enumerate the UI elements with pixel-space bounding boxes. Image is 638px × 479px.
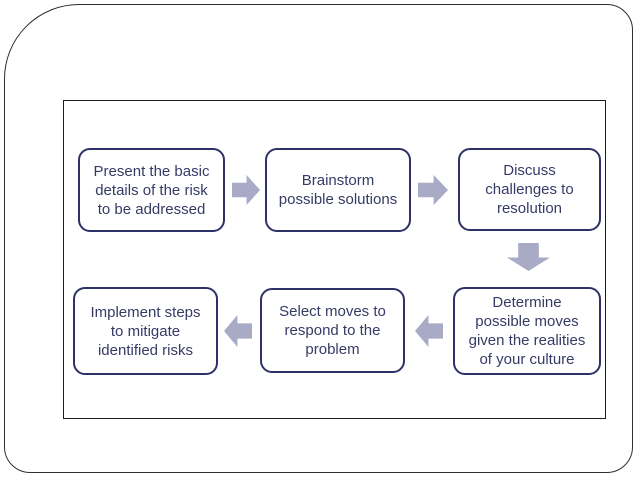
flow-box-implement: Implement steps to mitigate identified r… (73, 287, 218, 375)
flow-box-brainstorm: Brainstorm possible solutions (265, 148, 411, 232)
flow-box-label: Brainstorm possible solutions (278, 172, 398, 208)
slide-border (4, 4, 633, 473)
flow-box-determine: Determine possible moves given the reali… (453, 287, 601, 375)
flow-box-label: Select moves to respond to the problem (279, 303, 386, 358)
flow-box-present-risk: Present the basic details of the risk to… (78, 148, 225, 232)
flow-box-label: Determine possible moves given the reali… (468, 294, 586, 368)
flow-box-discuss: Discuss challenges to resolution (458, 148, 601, 231)
flow-box-label: Present the basic details of the risk to… (93, 162, 210, 218)
flow-box-select: Select moves to respond to the problem (260, 288, 405, 373)
flow-box-label: Implement steps to mitigate identified r… (90, 303, 201, 359)
flow-box-label: Discuss challenges to resolution (485, 162, 574, 217)
